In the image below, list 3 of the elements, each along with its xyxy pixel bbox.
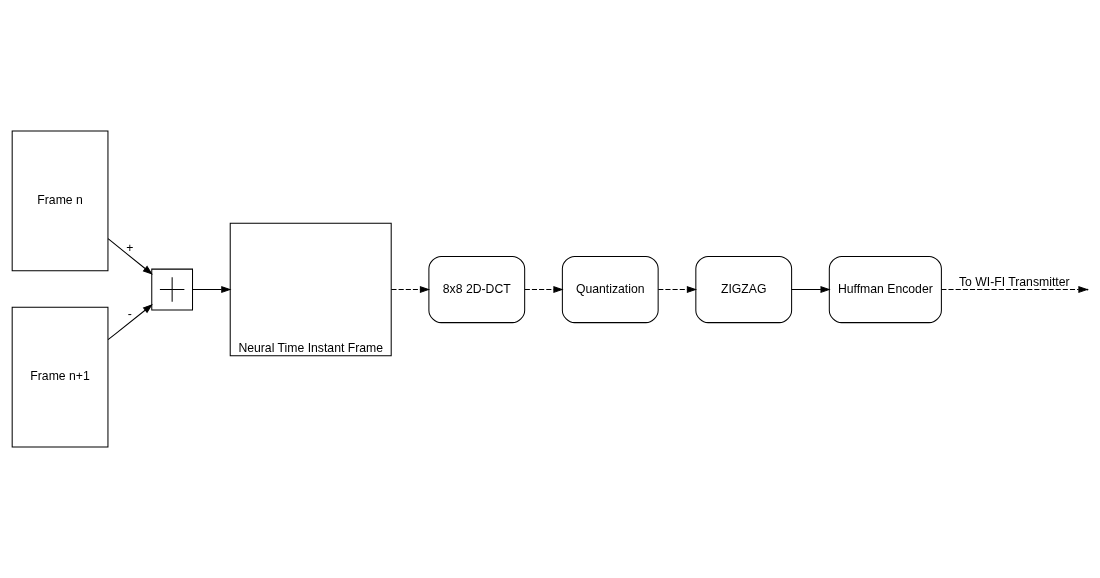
edge-label: - (127, 306, 132, 321)
edge-label: + (126, 241, 134, 256)
edge-label: To WI-FI Transmitter (958, 275, 1070, 290)
